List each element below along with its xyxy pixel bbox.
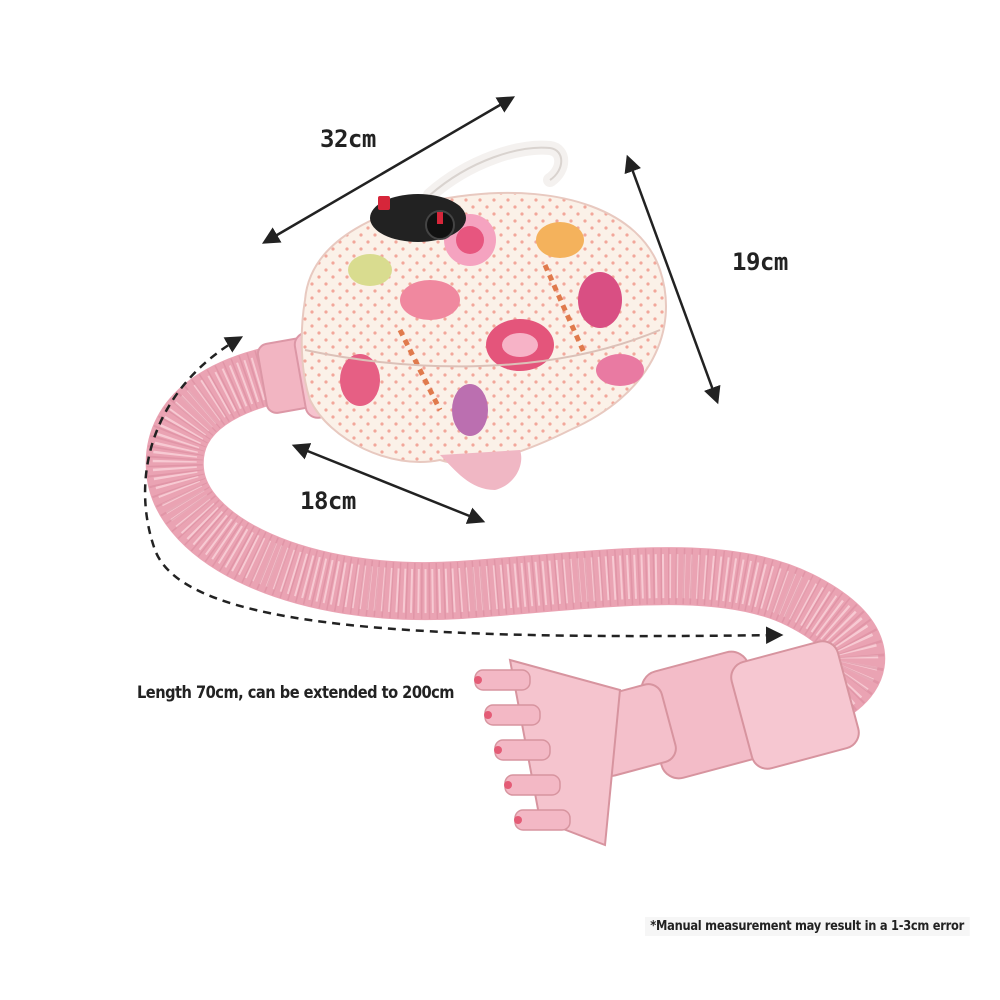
depth-label: 18cm bbox=[300, 487, 356, 515]
hose-length-label: Length 70cm, can be extended to 200cm bbox=[137, 683, 455, 703]
comb-attachment bbox=[474, 658, 622, 847]
power-switch[interactable] bbox=[378, 196, 390, 210]
width-label: 32cm bbox=[320, 125, 376, 153]
hose-length-arrow bbox=[143, 336, 784, 644]
control-panel bbox=[370, 194, 466, 242]
dryer-body bbox=[300, 191, 667, 490]
hose-nozzle bbox=[583, 640, 860, 780]
width-arrow bbox=[261, 96, 516, 244]
carry-handle[interactable] bbox=[423, 140, 569, 202]
measurement-footnote: *Manual measurement may result in a 1-3c… bbox=[645, 917, 970, 936]
height-label: 19cm bbox=[732, 248, 788, 276]
